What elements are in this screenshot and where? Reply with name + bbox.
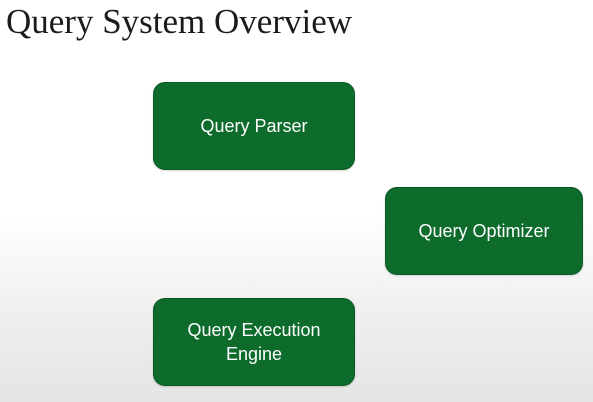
node-query-optimizer: Query Optimizer [385,187,583,275]
slide-title: Query System Overview [6,2,353,41]
node-query-execution-engine-label: Query Execution Engine [187,320,321,364]
node-query-execution-engine: Query Execution Engine [153,298,355,386]
node-query-parser-label: Query Parser [200,116,308,136]
node-query-parser: Query Parser [153,82,355,170]
node-query-optimizer-label: Query Optimizer [418,221,550,241]
